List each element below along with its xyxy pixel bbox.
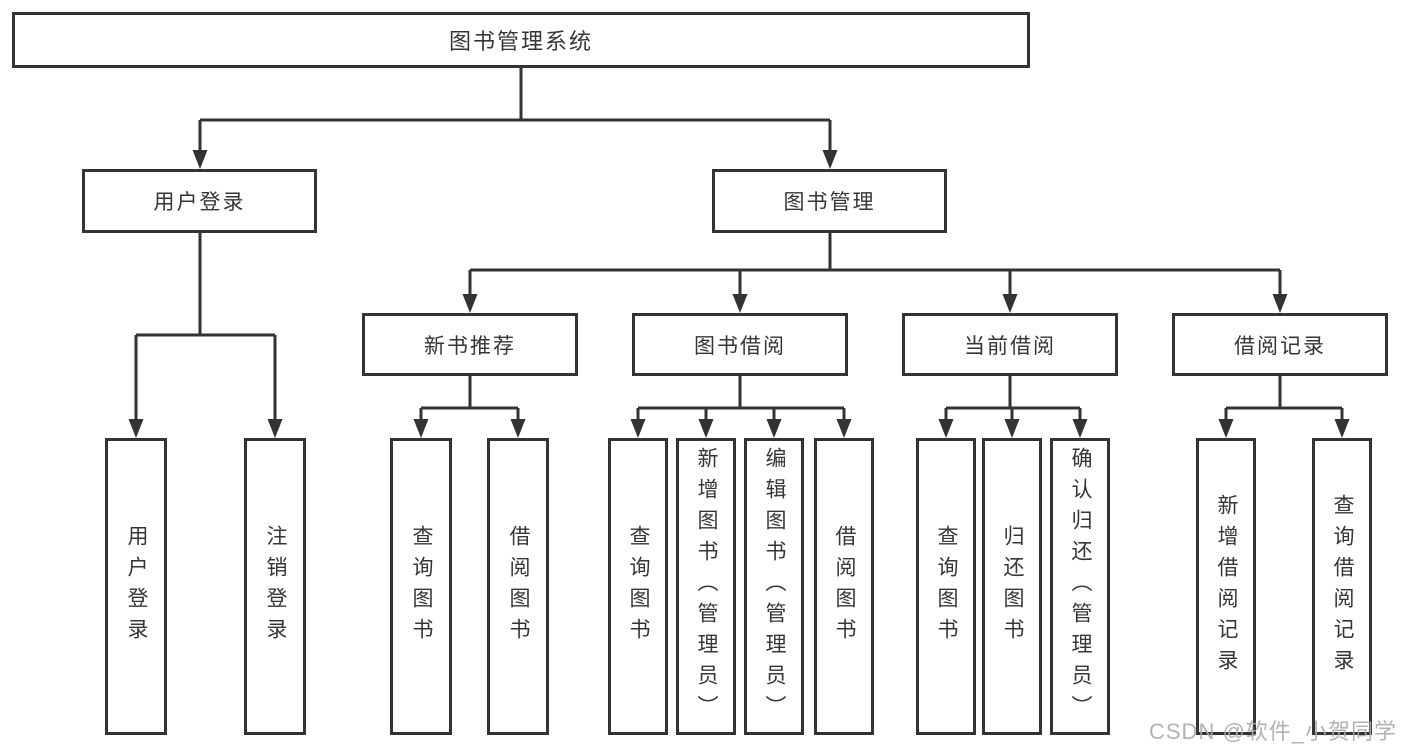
leaf-return-book: 归还图书 — [982, 438, 1042, 735]
leaf-borrow-books-recommend: 借阅图书 — [487, 438, 549, 735]
node-borrowing-records: 借阅记录 — [1172, 313, 1388, 376]
node-book-borrowing: 图书借阅 — [632, 313, 848, 376]
leaf-add-borrow-record: 新增借阅记录 — [1196, 438, 1256, 735]
leaf-query-books-borrowing: 查询图书 — [608, 438, 668, 735]
node-user-login: 用户登录 — [82, 169, 317, 233]
node-new-book-recommendation: 新书推荐 — [362, 313, 578, 376]
node-book-management: 图书管理 — [712, 169, 947, 233]
leaf-confirm-return-admin: 确认归还（管理员） — [1050, 438, 1110, 735]
watermark: CSDN @软件_小贺同学 — [1149, 719, 1398, 744]
leaf-logout: 注销登录 — [244, 438, 306, 735]
leaf-query-books-recommend: 查询图书 — [390, 438, 452, 735]
leaf-add-book-admin: 新增图书（管理员） — [676, 438, 736, 735]
leaf-query-borrow-record: 查询借阅记录 — [1312, 438, 1372, 735]
leaf-borrow-books-borrowing: 借阅图书 — [814, 438, 874, 735]
node-current-borrowing: 当前借阅 — [902, 313, 1118, 376]
leaf-edit-book-admin: 编辑图书（管理员） — [744, 438, 804, 735]
leaf-user-login: 用户登录 — [105, 438, 167, 735]
leaf-query-books-current: 查询图书 — [916, 438, 976, 735]
node-library-management-system: 图书管理系统 — [12, 12, 1030, 68]
